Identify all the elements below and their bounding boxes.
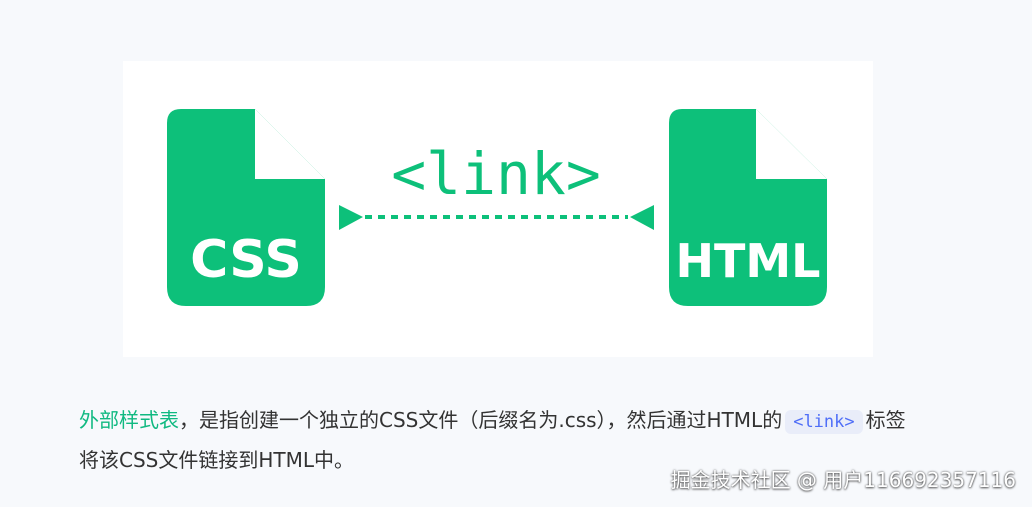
connector-label: <link> — [391, 140, 601, 208]
diagram-figure: CSS HTML <link> — [123, 61, 873, 357]
css-file-icon: CSS — [167, 109, 325, 306]
term-highlight: 外部样式表 — [79, 408, 179, 432]
watermark: 掘金技术社区 @ 用户116692357116 — [670, 468, 1016, 492]
right-arrowhead-icon — [630, 205, 654, 230]
description-text-1: ，是指创建一个独立的CSS文件（后缀名为.css），然后通过HTML的 — [179, 408, 783, 432]
left-arrowhead-icon — [339, 205, 363, 230]
description-text-2: 标签将该CSS文件链接到HTML中。 — [79, 408, 906, 472]
html-file-label: HTML — [676, 234, 821, 288]
inline-code: <link> — [785, 410, 863, 434]
diagram-canvas: CSS HTML <link> — [167, 109, 827, 306]
html-file-icon: HTML — [669, 109, 827, 306]
description-paragraph: 外部样式表，是指创建一个独立的CSS文件（后缀名为.css），然后通过HTML的… — [79, 401, 919, 479]
css-file-label: CSS — [190, 230, 302, 290]
